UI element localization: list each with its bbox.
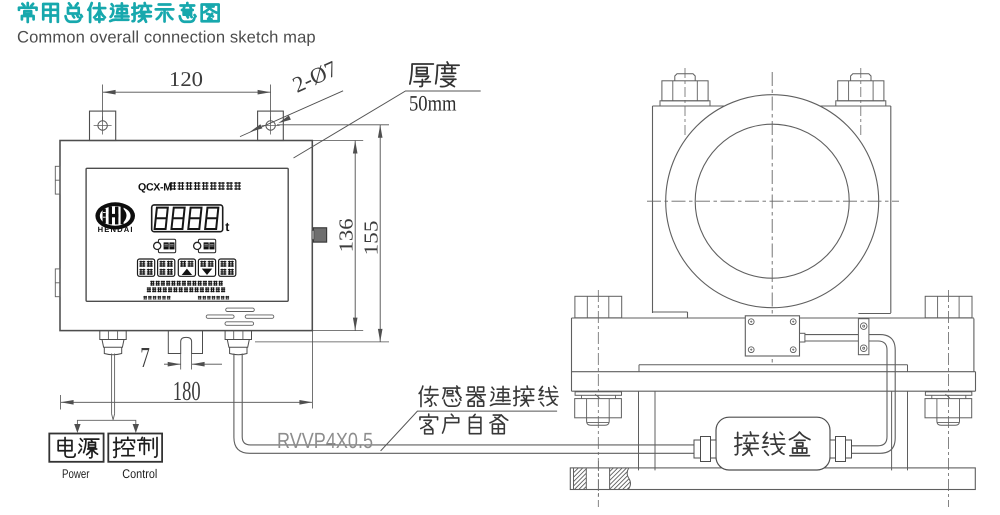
svg-text:180: 180 — [173, 375, 201, 406]
svg-text:120: 120 — [169, 67, 203, 91]
svg-text:136: 136 — [335, 218, 357, 252]
svg-text:HENDAI: HENDAI — [98, 225, 134, 234]
svg-text:Power: Power — [62, 467, 90, 481]
svg-text:Common overall connection sket: Common overall connection sketch map — [17, 28, 316, 47]
svg-text:155: 155 — [361, 220, 383, 255]
svg-text:Control: Control — [122, 467, 157, 481]
svg-text:t: t — [225, 220, 230, 234]
svg-text:7: 7 — [140, 342, 150, 374]
svg-text:50mm: 50mm — [409, 91, 457, 116]
svg-text:QCX-M: QCX-M — [138, 181, 172, 193]
svg-text:RVVP4X0.5: RVVP4X0.5 — [277, 428, 373, 453]
